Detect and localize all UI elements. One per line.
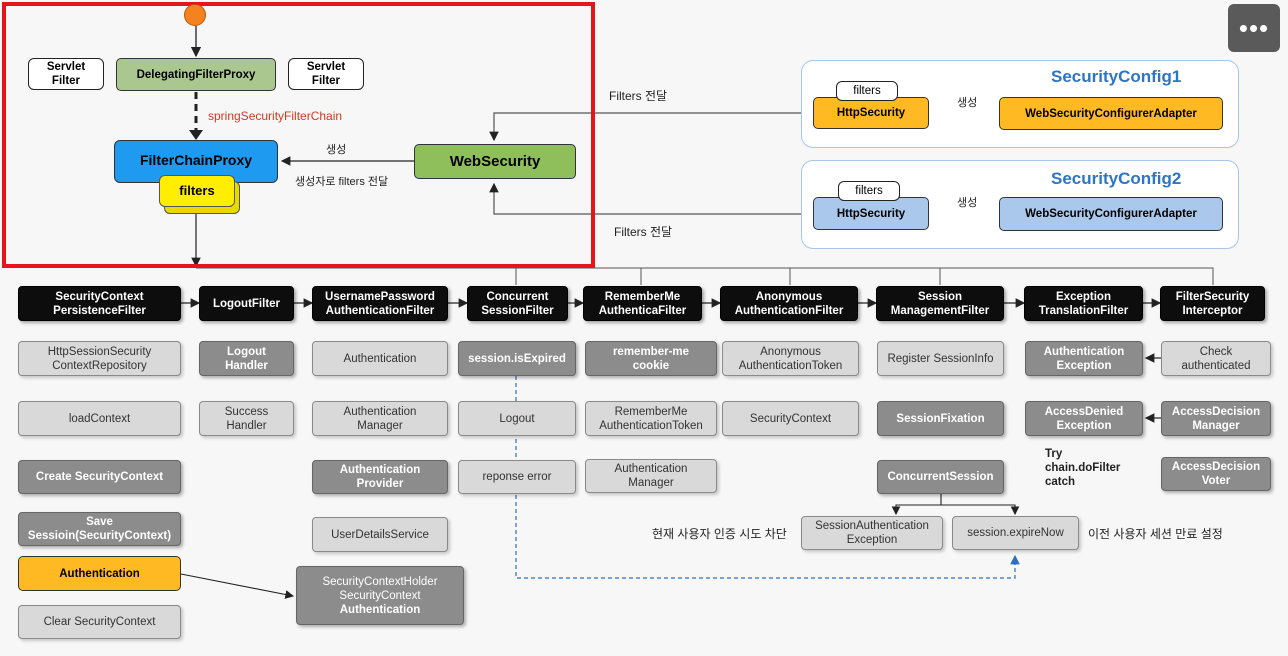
more-options-button[interactable]: ••• — [1228, 4, 1280, 52]
session-expire-now: session.expireNow — [952, 516, 1079, 550]
config2-http-security: HttpSecurity — [813, 197, 929, 230]
filter-anonymous: Anonymous AuthenticationFilter — [720, 286, 858, 321]
start-node-icon — [184, 4, 206, 26]
access-denied-exception: AccessDenied Exception — [1025, 401, 1143, 436]
access-decision-voter: AccessDecision Voter — [1161, 457, 1271, 491]
config1-adapter: WebSecurityConfigurerAdapter — [999, 97, 1223, 130]
access-decision-manager: AccessDecision Manager — [1161, 401, 1271, 436]
session-fixation: SessionFixation — [877, 401, 1004, 436]
servlet-filter-left: Servlet Filter — [28, 58, 104, 90]
authentication-highlight: Authentication — [18, 556, 181, 591]
filters-box: filters — [159, 175, 235, 207]
create-label: 생성 — [326, 144, 347, 156]
highlight-frame — [2, 2, 595, 268]
filter-session-management: Session ManagementFilter — [876, 286, 1004, 321]
authentication-exception: Authentication Exception — [1025, 341, 1143, 376]
config1-pass-label: Filters 전달 — [609, 89, 668, 103]
authentication-provider: Authentication Provider — [312, 460, 448, 494]
response-error: reponse error — [458, 460, 576, 494]
config1-create-label: 생성 — [957, 97, 978, 109]
config2-filters: filters — [838, 181, 900, 201]
concurrent-session: ConcurrentSession — [877, 460, 1004, 494]
filter-logout: LogoutFilter — [199, 286, 294, 321]
config2-adapter: WebSecurityConfigurerAdapter — [999, 197, 1223, 231]
concurrent-logout: Logout — [458, 401, 576, 436]
filter-security-interceptor: FilterSecurity Interceptor — [1160, 286, 1265, 321]
security-config-2-title: SecurityConfig2 — [1051, 169, 1182, 188]
http-session-security-context-repository: HttpSessionSecurity ContextRepository — [18, 341, 181, 376]
authentication-object: Authentication — [312, 341, 448, 376]
create-security-context: Create SecurityContext — [18, 460, 181, 494]
check-authenticated: Check authenticated — [1161, 341, 1271, 376]
filter-concurrent-session: Concurrent SessionFilter — [467, 286, 568, 321]
remember-me-authentication-manager: Authentication Manager — [585, 459, 717, 493]
security-config-1-title: SecurityConfig1 — [1051, 67, 1182, 86]
filter-exception-translation: Exception TranslationFilter — [1024, 286, 1143, 321]
anonymous-authentication-token: Anonymous AuthenticationToken — [722, 341, 859, 376]
authentication-manager: Authentication Manager — [312, 401, 448, 436]
config1-filters: filters — [836, 81, 898, 101]
security-context-holder: SecurityContextHolder SecurityContext Au… — [296, 566, 464, 625]
web-security: WebSecurity — [414, 144, 576, 179]
pass-filters-label: 생성자로 filters 전달 — [295, 176, 389, 188]
expire-previous-session-label: 이전 사용자 세션 만료 설정 — [1088, 527, 1223, 541]
clear-security-context: Clear SecurityContext — [18, 605, 181, 639]
try-chain-catch-label: Try chain.doFilter catch — [1045, 448, 1121, 488]
filter-username-password: UsernamePassword AuthenticationFilter — [312, 286, 448, 321]
spring-security-filter-chain-label: springSecurityFilterChain — [208, 109, 343, 123]
load-context: loadContext — [18, 401, 181, 436]
anonymous-security-context: SecurityContext — [722, 401, 859, 436]
security-context-holder-auth: Authentication — [339, 603, 421, 616]
delegating-filter-proxy: DelegatingFilterProxy — [116, 58, 276, 91]
success-handler: Success Handler — [199, 401, 294, 436]
session-is-expired: session.isExpired — [458, 341, 576, 376]
config2-pass-label: Filters 전달 — [614, 225, 673, 239]
filter-remember-me: RememberMe AuthenticaFilter — [583, 286, 702, 321]
security-context-holder-text: SecurityContextHolder SecurityContext — [322, 575, 438, 602]
config1-http-security: HttpSecurity — [813, 97, 929, 129]
block-current-user-label: 현재 사용자 인증 시도 차단 — [652, 527, 787, 541]
user-details-service: UserDetailsService — [312, 517, 448, 552]
remember-me-authentication-token: RememberMe AuthenticationToken — [585, 401, 717, 436]
remember-me-cookie: remember-me cookie — [585, 341, 717, 376]
register-session-info: Register SessionInfo — [877, 341, 1004, 376]
servlet-filter-right: Servlet Filter — [288, 58, 364, 90]
logout-handler: Logout Handler — [199, 341, 294, 376]
filter-security-context-persistence: SecurityContext PersistenceFilter — [18, 286, 181, 321]
save-session-security-context: Save Sessioin(SecurityContext) — [18, 512, 181, 546]
config2-create-label: 생성 — [957, 197, 978, 209]
session-authentication-exception: SessionAuthentication Exception — [801, 516, 943, 550]
